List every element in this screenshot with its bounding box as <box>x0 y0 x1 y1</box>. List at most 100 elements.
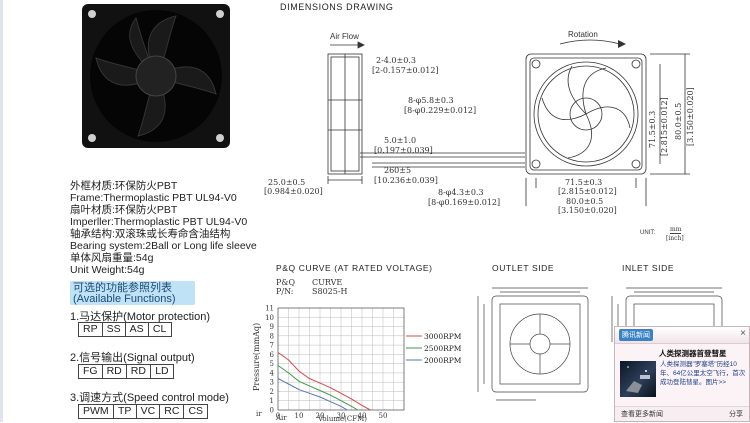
dim-hole-h: 71.5±0.3 <box>565 178 603 187</box>
pq-y-partial: ir <box>256 410 262 418</box>
cable-drawing <box>360 152 525 168</box>
pq-y-tick: 5 <box>270 360 274 368</box>
signal-option: RD <box>125 364 151 379</box>
pq-legend-label: 3000RPM <box>424 332 462 341</box>
rotation-label: Rotation <box>568 30 598 39</box>
functions-title-cn: 可选的功能参照列表 <box>73 282 172 294</box>
pq-y-tick: 9 <box>270 323 274 331</box>
air-flow-label: Air Flow <box>330 32 359 41</box>
pq-x-tick: 50 <box>379 412 388 420</box>
popup-source-tag: 腾讯新闻 <box>619 329 653 341</box>
unit-mm: mm <box>670 226 682 234</box>
side-view-drawing <box>327 41 365 184</box>
pq-y-tick: 0 <box>270 407 274 415</box>
speed-option: RC <box>159 404 185 419</box>
dim-cable: 260±5 <box>384 166 412 175</box>
outlet-side-drawing <box>477 287 589 401</box>
speed-option: TP <box>112 404 137 419</box>
motor-option: SS <box>101 322 126 337</box>
pq-chart-grid <box>277 307 405 411</box>
inlet-side-title: INLET SIDE <box>622 263 675 273</box>
dim-thickness: 25.0±0.5 <box>268 178 306 187</box>
popup-more-news-link[interactable]: 查看更多新闻 <box>621 411 663 418</box>
spec-weight-en: Unit Weight:54g <box>70 264 145 276</box>
popup-body-text[interactable]: 人类探测器"罗塞塔"历经10年、64亿公里太空飞行，首次成功登陆彗星。图片>> <box>660 361 746 386</box>
signal-option: FG <box>78 364 103 379</box>
fan-photo <box>82 4 230 148</box>
dim-hole-v-inch: [2.815±0.012] <box>660 97 669 156</box>
dim-size-h: 80.0±0.5 <box>566 197 604 206</box>
popup-news-image[interactable] <box>620 361 656 397</box>
dim-2-inch: [2-0.157±0.012] <box>372 66 439 75</box>
unit-label: UNIT: <box>640 230 655 236</box>
pq-label: P&Q <box>276 278 296 287</box>
spec-frame-cn: 外框材质:环保防火PBT <box>70 180 178 192</box>
pq-y-tick: 4 <box>270 369 275 377</box>
dim-2: 2-4.0±0.3 <box>376 56 416 65</box>
dim-size-h-inch: [3.150±0.020] <box>558 206 617 215</box>
dim-cable-inch: [10.236±0.039] <box>374 176 438 185</box>
pq-y-tick: 1 <box>270 397 274 405</box>
speed-option: VC <box>135 404 161 419</box>
pq-plot-border <box>277 307 405 411</box>
motor-option: CL <box>147 322 172 337</box>
dim-5-inch: [0.197±0.039] <box>374 146 433 155</box>
dim-size-v: 80.0±0.5 <box>674 102 683 140</box>
functions-title-en: (Available Functions) <box>73 293 176 305</box>
pq-y-tick: 3 <box>270 379 274 387</box>
speed-options: PWM TP VC RC CS <box>78 404 209 419</box>
dim-8b: 8-φ4.3±0.3 <box>438 188 484 197</box>
dim-thickness-inch: [0.984±0.020] <box>264 187 323 196</box>
pq-y-tick: 2 <box>270 388 274 396</box>
spec-impeller-cn: 扇叶材质:环保防火PBT <box>70 204 178 216</box>
dim-8a: 8-φ5.8±0.3 <box>408 96 454 105</box>
model-label: S8025-H <box>312 287 348 296</box>
outlet-side-title: OUTLET SIDE <box>492 263 555 273</box>
pq-y-tick: 6 <box>270 351 275 359</box>
inlet-side-drawing <box>611 287 723 342</box>
pq-series-line <box>277 378 348 411</box>
fan-photo-hole <box>216 134 224 142</box>
pq-ylabel: Pressure(mmAq) <box>252 322 261 391</box>
pq-x-tick: 20 <box>316 412 325 420</box>
pq-y-tick: 10 <box>265 314 274 322</box>
unit-inch: [inch] <box>666 235 684 242</box>
pq-series-line <box>277 365 359 411</box>
pq-chart-series <box>277 352 371 411</box>
signal-output-label: 2.信号输出(Signal output) <box>70 352 195 364</box>
popup-header: 腾讯新闻 × <box>615 327 749 344</box>
pq-series-line <box>277 352 371 411</box>
pq-xlabel: Volume(CFM) <box>318 415 367 423</box>
fan-photo-hole <box>88 10 96 18</box>
popup-headline[interactable]: 人类探测器首登彗星 <box>659 349 727 358</box>
dimensions-title: DIMENSIONS DRAWING <box>280 2 394 12</box>
popup-footer: 查看更多新闻 分享 <box>615 406 749 421</box>
dim-size-v-inch: [3.150±0.020] <box>686 87 695 146</box>
dim-8a-inch: [8-φ0.229±0.012] <box>404 106 477 115</box>
signal-option: RD <box>101 364 127 379</box>
pq-x-tick: 10 <box>295 412 304 420</box>
fan-photo-hole <box>216 10 224 18</box>
signal-option: LD <box>149 364 174 379</box>
spec-impeller-en: Imperller:Thermoplastic PBT UL94-V0 <box>70 216 248 228</box>
pq-curve-title: P&Q CURVE (AT RATED VOLTAGE) <box>276 263 433 273</box>
spec-bearing-cn: 轴承结构:双滚珠或长寿命含油结构 <box>70 228 231 240</box>
pq-legend-label: 2000RPM <box>424 356 462 365</box>
spec-bearing-en: Bearing system:2Ball or Long life sleeve <box>70 240 257 252</box>
pq-x-tick: 40 <box>358 412 367 420</box>
curve-label: CURVE <box>312 278 343 287</box>
dim-hole-h-inch: [2.815±0.012] <box>558 187 617 196</box>
popup-close-button[interactable]: × <box>740 328 746 339</box>
pq-y-tick: 11 <box>265 305 274 313</box>
popup-share-link[interactable]: 分享 <box>729 411 743 418</box>
news-popup[interactable]: 腾讯新闻 × 人类探测器首登彗星 人类探测器"罗塞塔"历经10年、64亿公里太空… <box>614 326 750 422</box>
front-view-drawing <box>525 39 690 206</box>
pq-y-tick: 8 <box>270 332 274 340</box>
speed-control-label: 3.调速方式(Speed control mode) <box>70 392 229 404</box>
spec-frame-en: Frame:Thermoplastic PBT UL94-V0 <box>70 192 237 204</box>
functions-header: 可选的功能参照列表 (Available Functions) <box>70 281 195 305</box>
